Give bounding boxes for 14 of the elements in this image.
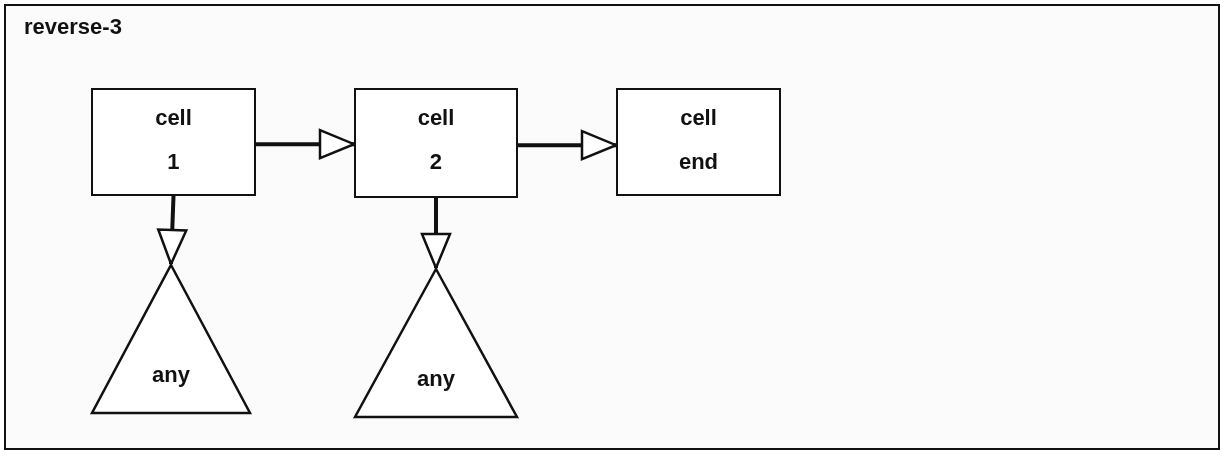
cell-box [354,88,518,198]
triangle-label: any [416,366,456,392]
cell-box [616,88,781,196]
cell-label: cell 2 [417,104,455,176]
arrow [420,198,452,270]
cell-label: cell 1 [155,104,192,176]
arrow [157,195,188,266]
diagram-heading: reverse-3 [24,14,122,40]
arrow [256,128,356,160]
frame-box [4,4,1220,450]
cell-box [91,88,256,196]
triangle-label: any [151,362,191,388]
cell-label: cell end [678,104,719,176]
arrow [518,129,618,161]
